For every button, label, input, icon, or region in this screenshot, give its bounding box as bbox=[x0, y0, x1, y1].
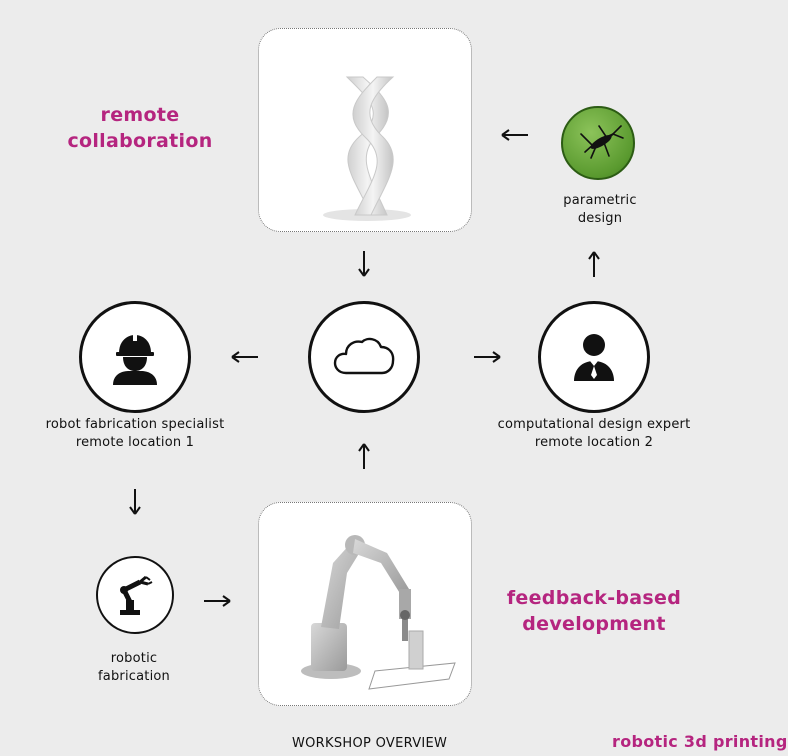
parametric-label-line2: design bbox=[577, 211, 623, 226]
arrow-down-top-card bbox=[358, 251, 370, 277]
remote-collaboration-line1: remote bbox=[100, 104, 180, 126]
twisted-column-render bbox=[323, 76, 411, 221]
businessman-icon bbox=[574, 334, 614, 381]
remote-collaboration-heading: remote collaboration bbox=[60, 102, 220, 154]
arrow-down-specialist bbox=[129, 489, 141, 515]
robotic-fabrication-circle bbox=[96, 556, 174, 634]
construction-worker-icon bbox=[113, 333, 157, 385]
parametric-design-label: parametric design bbox=[540, 192, 660, 228]
parametric-label-line1: parametric bbox=[563, 193, 637, 208]
robotic-fabrication-label: robotic fabrication bbox=[74, 650, 194, 686]
specialist-label: robot fabrication specialist remote loca… bbox=[20, 416, 250, 452]
robot-arm-icon bbox=[120, 575, 153, 615]
expert-label-line2: remote location 2 bbox=[534, 435, 654, 450]
feedback-development-heading: feedback-based development bbox=[496, 585, 692, 637]
cloud-icon bbox=[333, 337, 395, 375]
feedback-line2: development bbox=[522, 613, 666, 635]
feedback-line1: feedback-based bbox=[506, 587, 682, 609]
arrow-up-parametric bbox=[588, 251, 600, 277]
cloud-circle bbox=[308, 301, 420, 413]
arrow-right-robot bbox=[204, 595, 231, 607]
twisted-column-card bbox=[258, 28, 472, 232]
arrow-left-specialist bbox=[231, 351, 258, 363]
arrow-left-top bbox=[501, 129, 528, 141]
industrial-robot-render bbox=[301, 535, 456, 690]
arrow-up-cloud bbox=[358, 443, 370, 469]
grasshopper-icon bbox=[561, 106, 635, 180]
robot-render-card bbox=[258, 502, 472, 706]
robotic-fabrication-line1: robotic bbox=[110, 651, 158, 666]
arrow-right-expert bbox=[474, 351, 501, 363]
specialist-label-line1: robot fabrication specialist bbox=[45, 417, 225, 432]
robotic-3d-printing-label: robotic 3d printing bbox=[612, 732, 788, 751]
specialist-label-line2: remote location 1 bbox=[75, 435, 195, 450]
expert-circle bbox=[538, 301, 650, 413]
robotic-fabrication-line2: fabrication bbox=[98, 669, 170, 684]
expert-label: computational design expert remote locat… bbox=[478, 416, 710, 452]
expert-label-line1: computational design expert bbox=[497, 417, 691, 432]
specialist-circle bbox=[79, 301, 191, 413]
remote-collaboration-line2: collaboration bbox=[67, 130, 213, 152]
workshop-overview-title: WORKSHOP OVERVIEW bbox=[292, 736, 448, 751]
